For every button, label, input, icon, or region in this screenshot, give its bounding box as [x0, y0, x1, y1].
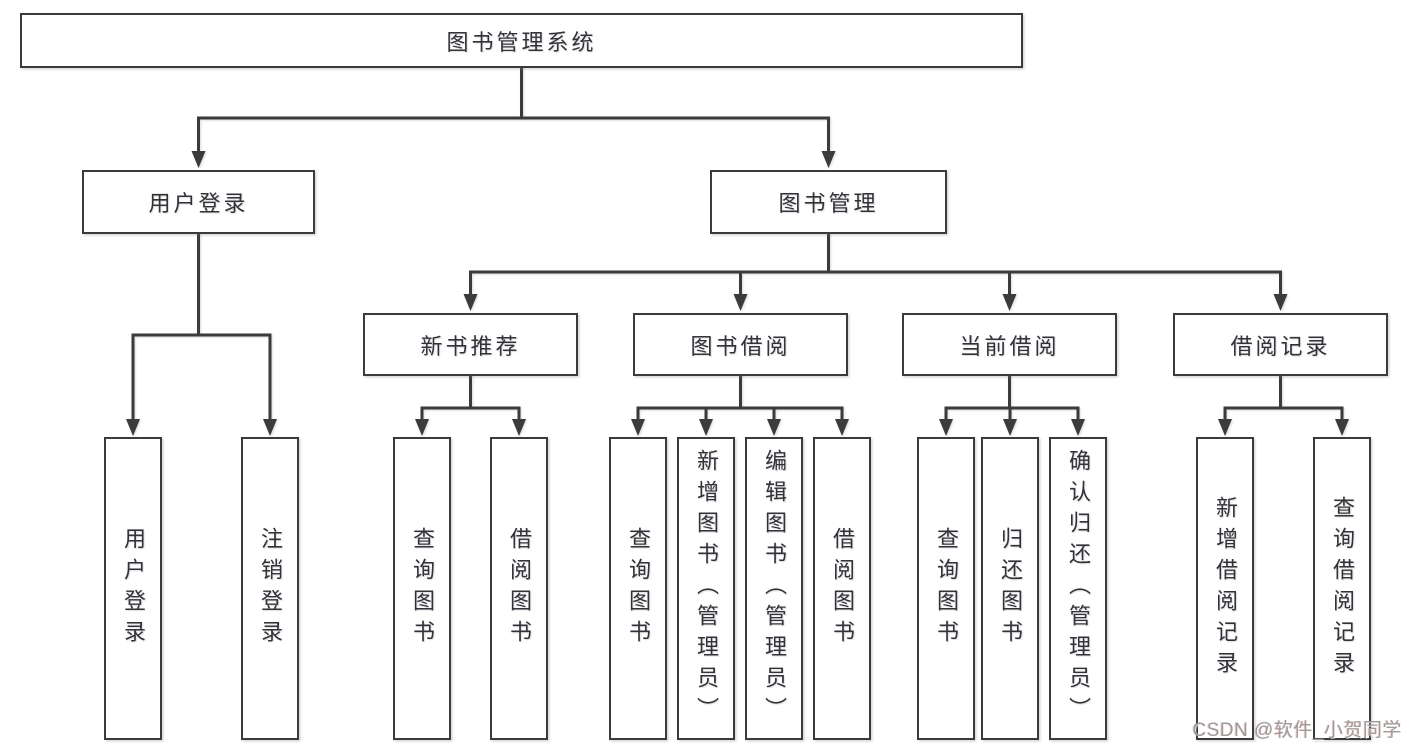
connector-recommend-children: [415, 374, 526, 436]
node-user-login: 用户登录: [82, 170, 315, 234]
node-label: 查询图书: [934, 526, 959, 651]
node-book-borrow: 图书借阅: [633, 313, 848, 376]
leaf-borrow-books-recommend: 借阅图书: [490, 437, 548, 740]
connector-book-management-children: [463, 232, 1288, 311]
node-label: 确认归还（管理员）: [1066, 449, 1091, 728]
leaf-borrow-books-borrow: 借阅图书: [813, 437, 871, 740]
connector-current-children: [939, 374, 1085, 436]
connector-borrow-children: [631, 374, 849, 436]
leaf-add-borrow-record: 新增借阅记录: [1196, 437, 1254, 740]
node-borrow-records: 借阅记录: [1173, 313, 1388, 376]
watermark: CSDN @软件_小贺同学: [1192, 720, 1402, 741]
leaf-add-book-admin: 新增图书（管理员）: [677, 437, 735, 740]
leaf-confirm-return-admin: 确认归还（管理员）: [1049, 437, 1107, 740]
node-label: 图书管理: [778, 191, 879, 216]
connector-records-children: [1218, 374, 1349, 436]
node-label: 注销登录: [258, 526, 283, 651]
node-label: 查询图书: [626, 526, 651, 651]
leaf-query-borrow-record: 查询借阅记录: [1313, 437, 1371, 740]
leaf-query-books-recommend: 查询图书: [393, 437, 451, 740]
leaf-user-login: 用户登录: [104, 437, 162, 740]
node-label: 编辑图书（管理员）: [762, 449, 787, 728]
node-current-borrow: 当前借阅: [902, 313, 1117, 376]
leaf-edit-book-admin: 编辑图书（管理员）: [745, 437, 803, 740]
node-label: 查询图书: [410, 526, 435, 651]
node-label: 借阅记录: [1230, 333, 1331, 359]
node-label: 图书借阅: [690, 333, 791, 359]
node-label: 查询借阅记录: [1330, 495, 1355, 682]
node-book-management: 图书管理: [710, 170, 947, 234]
node-label: 用户登录: [121, 526, 146, 651]
leaf-return-book: 归还图书: [981, 437, 1039, 740]
node-label: 新书推荐: [420, 333, 521, 359]
leaf-logout: 注销登录: [241, 437, 299, 740]
node-label: 新增图书（管理员）: [694, 449, 719, 728]
connector-user-login-children: [126, 232, 277, 436]
connector-root-to-level2: [191, 66, 836, 168]
node-label: 借阅图书: [830, 526, 855, 651]
node-label: 借阅图书: [507, 526, 532, 651]
node-new-book-recommend: 新书推荐: [363, 313, 578, 376]
node-root: 图书管理系统: [20, 13, 1023, 68]
node-label: 用户登录: [148, 191, 249, 216]
node-label: 新增借阅记录: [1213, 495, 1238, 682]
node-label: 当前借阅: [959, 333, 1060, 359]
node-label: 图书管理系统: [446, 29, 597, 55]
leaf-query-books-borrow: 查询图书: [609, 437, 667, 740]
leaf-query-books-current: 查询图书: [917, 437, 975, 740]
node-label: 归还图书: [998, 526, 1023, 651]
